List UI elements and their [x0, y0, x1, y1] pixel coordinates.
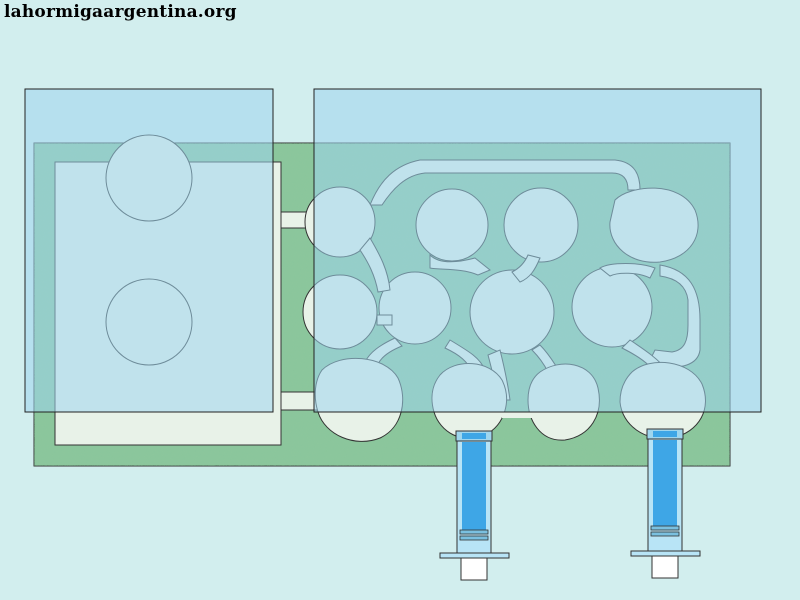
site-title: lahormigaargentina.org: [4, 2, 237, 22]
syringe-right: [630, 428, 701, 579]
syringe-left: [439, 430, 510, 581]
glass-cover-right: [313, 88, 762, 413]
glass-cover-left: [24, 88, 274, 413]
